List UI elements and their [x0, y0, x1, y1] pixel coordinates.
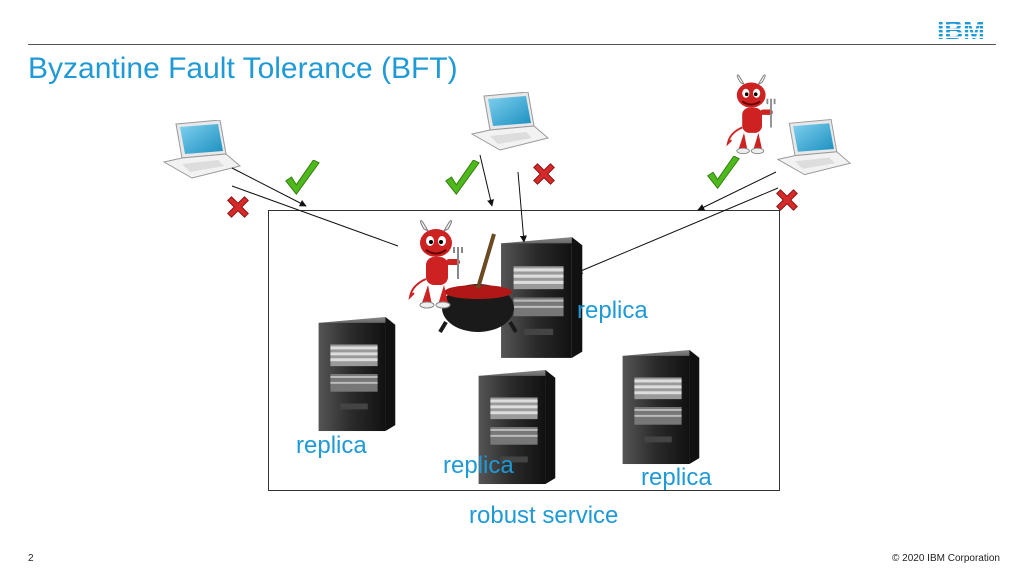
svg-text:IBM: IBM [937, 18, 985, 42]
check-icon [285, 160, 320, 195]
replica-label: replica [443, 452, 514, 479]
replica-label: replica [641, 464, 712, 491]
request-arrow [575, 187, 779, 274]
replica-label: replica [296, 432, 367, 459]
laptop-icon [471, 92, 549, 151]
check-icon [445, 160, 480, 195]
faulty-replica-server-icon [501, 237, 583, 358]
malicious-client-devil-icon [726, 74, 776, 155]
page-number: 2 [28, 553, 34, 564]
slide-title: Byzantine Fault Tolerance (BFT) [28, 52, 458, 85]
request-arrow [231, 185, 399, 247]
header-divider [28, 44, 996, 45]
robust-service-boundary [268, 210, 780, 491]
replica-server-icon [318, 316, 396, 432]
cross-icon [227, 196, 249, 218]
laptop-icon [777, 119, 851, 176]
cross-icon [533, 163, 555, 185]
replica-label: replica [577, 297, 648, 324]
service-label: robust service [469, 502, 619, 529]
check-icon [707, 156, 740, 189]
request-arrow [479, 154, 494, 207]
request-arrow [517, 171, 527, 243]
cross-icon [776, 189, 798, 211]
request-arrow [231, 167, 307, 207]
cauldron-icon [438, 233, 518, 334]
replica-server-icon [622, 349, 700, 465]
laptop-icon [163, 120, 241, 179]
copyright: © 2020 IBM Corporation [892, 553, 1000, 564]
ibm-logo: IBM [937, 18, 985, 42]
request-arrow [697, 171, 777, 211]
